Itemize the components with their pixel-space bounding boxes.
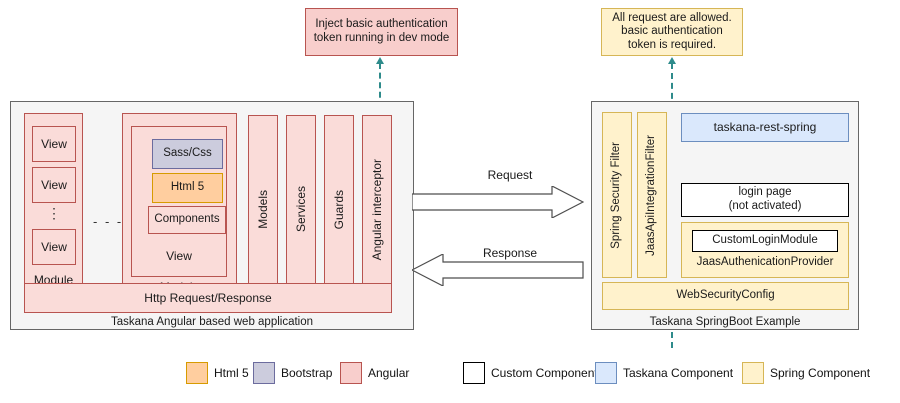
column-angular-interceptor: Angular interceptor bbox=[362, 115, 392, 304]
column-angular-interceptor-label: Angular interceptor bbox=[369, 158, 384, 261]
column-guards-label: Guards bbox=[331, 189, 346, 230]
legend-label-spring-component: Spring Component bbox=[770, 366, 871, 380]
modules-separator-text: - - - bbox=[93, 214, 124, 229]
module-a-view-3-label: View bbox=[41, 239, 67, 254]
response-label: Response bbox=[430, 246, 590, 260]
legend-item-angular: Angular bbox=[340, 362, 409, 384]
legend-swatch-bootstrap bbox=[253, 362, 275, 384]
taskana-rest-spring-label: taskana-rest-spring bbox=[713, 120, 817, 135]
web-security-config-label: WebSecurityConfig bbox=[676, 289, 775, 302]
components-box: Components bbox=[148, 206, 226, 234]
left-connector-arrow bbox=[376, 57, 384, 64]
legend-swatch-angular bbox=[340, 362, 362, 384]
module-a-view-1: View bbox=[32, 126, 76, 162]
taskana-rest-spring-box: taskana-rest-spring bbox=[681, 113, 849, 142]
column-models: Models bbox=[248, 115, 278, 304]
legend-item-html5: Html 5 bbox=[186, 362, 249, 384]
legend-item-spring-component: Spring Component bbox=[742, 362, 870, 384]
html5-label: Html 5 bbox=[170, 181, 205, 194]
legend-label-html5: Html 5 bbox=[214, 366, 249, 380]
spring-security-filter: Spring Security Filter bbox=[602, 112, 632, 278]
legend-item-bootstrap: Bootstrap bbox=[253, 362, 332, 384]
module-a-view-1-label: View bbox=[41, 136, 67, 151]
http-request-response-label: Http Request/Response bbox=[144, 290, 272, 305]
legend-label-taskana-component: Taskana Component bbox=[623, 366, 734, 380]
right-connector-arrow bbox=[668, 57, 676, 64]
legend-swatch-spring-component bbox=[742, 362, 764, 384]
module-b-view-label: View bbox=[131, 249, 227, 263]
sass-css-box: Sass/Css bbox=[152, 139, 223, 169]
annotation-all-requests-allowed-text: All request are allowed. basic authentic… bbox=[612, 11, 732, 51]
legend-label-angular: Angular bbox=[368, 366, 410, 380]
module-b-view-label-text: View bbox=[166, 249, 192, 263]
custom-login-module-box: CustomLoginModule bbox=[692, 230, 838, 252]
module-a-vertical-ellipsis-glyph: ⋮ bbox=[47, 205, 61, 221]
components-label: Components bbox=[154, 213, 220, 226]
annotation-all-requests-allowed: All request are allowed. basic authentic… bbox=[601, 8, 743, 56]
spring-security-filter-label: Spring Security Filter bbox=[610, 141, 623, 249]
module-a-vertical-ellipsis: ⋮ bbox=[32, 206, 76, 220]
http-request-response-bar: Http Request/Response bbox=[24, 283, 392, 313]
left-connector-line bbox=[379, 63, 381, 117]
request-label-text: Request bbox=[487, 168, 533, 182]
column-services: Services bbox=[286, 115, 316, 304]
annotation-inject-token-text: Inject basic authentication token runnin… bbox=[313, 18, 450, 44]
request-label: Request bbox=[430, 168, 590, 182]
annotation-inject-token: Inject basic authentication token runnin… bbox=[305, 8, 458, 56]
response-label-text: Response bbox=[482, 246, 538, 260]
response-arrow bbox=[412, 254, 584, 286]
column-models-label: Models bbox=[255, 190, 270, 229]
legend-item-taskana-component: Taskana Component bbox=[595, 362, 733, 384]
legend-item-custom-component: Custom Component bbox=[463, 362, 598, 384]
modules-separator: - - - bbox=[93, 214, 123, 229]
left-panel-caption-text: Taskana Angular based web application bbox=[110, 316, 314, 328]
legend-swatch-taskana-component bbox=[595, 362, 617, 384]
jaas-authentication-provider-label-text: JaasAuthenicationProvider bbox=[696, 256, 834, 268]
legend-label-bootstrap: Bootstrap bbox=[281, 366, 333, 380]
jaas-api-integration-filter-label: JaasApiIntegrationFilter bbox=[645, 134, 658, 256]
legend-swatch-custom-component bbox=[463, 362, 485, 384]
login-page-box: login page (not activated) bbox=[681, 183, 849, 217]
legend-label-custom-component: Custom Component bbox=[491, 366, 598, 380]
login-page-line-2: (not activated) bbox=[728, 200, 802, 212]
jaas-api-integration-filter: JaasApiIntegrationFilter bbox=[637, 112, 667, 278]
right-panel-caption-text: Taskana SpringBoot Example bbox=[649, 316, 801, 328]
sass-css-label: Sass/Css bbox=[163, 147, 212, 160]
right-panel-caption: Taskana SpringBoot Example bbox=[591, 316, 859, 328]
module-a-view-2-label: View bbox=[41, 177, 67, 192]
module-a-view-3: View bbox=[32, 229, 76, 265]
jaas-authentication-provider-label: JaasAuthenicationProvider bbox=[681, 256, 849, 268]
module-a-view-2: View bbox=[32, 167, 76, 203]
web-security-config-box: WebSecurityConfig bbox=[602, 282, 849, 310]
custom-login-module-label: CustomLoginModule bbox=[712, 234, 818, 247]
login-page-line-1: login page bbox=[738, 186, 792, 199]
column-services-label: Services bbox=[293, 186, 308, 233]
left-panel-caption: Taskana Angular based web application bbox=[10, 316, 414, 328]
column-guards: Guards bbox=[324, 115, 354, 304]
request-arrow bbox=[412, 186, 584, 218]
html5-box: Html 5 bbox=[152, 173, 223, 203]
legend-swatch-html5 bbox=[186, 362, 208, 384]
